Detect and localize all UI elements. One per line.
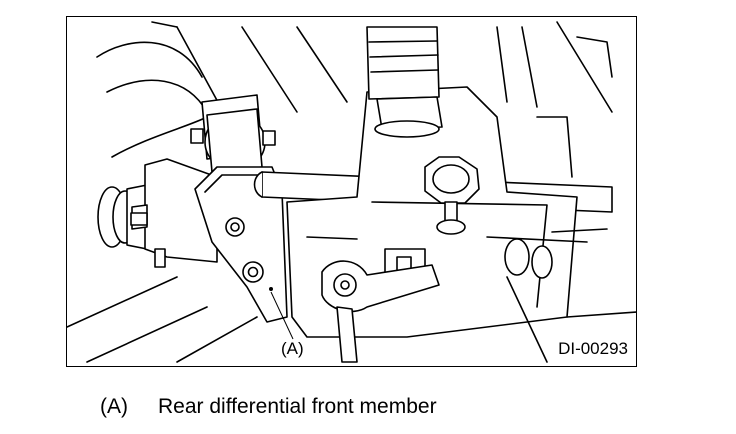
right-structure	[496, 21, 636, 363]
callout-label-a: (A)	[281, 339, 304, 358]
front-member-bracket	[194, 166, 294, 340]
rear-differential-illustration	[67, 21, 636, 363]
shock-absorber	[366, 26, 443, 138]
legend-text: Rear differential front member	[158, 395, 437, 418]
knob-bolt	[424, 156, 480, 235]
diagram-frame: (A) DI-00293	[66, 16, 637, 367]
background-structure	[67, 21, 348, 363]
legend-key: (A)	[100, 395, 128, 418]
axle-flange	[97, 158, 218, 268]
legend: (A) Rear differential front member	[100, 395, 437, 419]
lateral-link	[321, 260, 440, 363]
figure-id: DI-00293	[558, 339, 628, 358]
mount-bushing	[190, 94, 276, 173]
